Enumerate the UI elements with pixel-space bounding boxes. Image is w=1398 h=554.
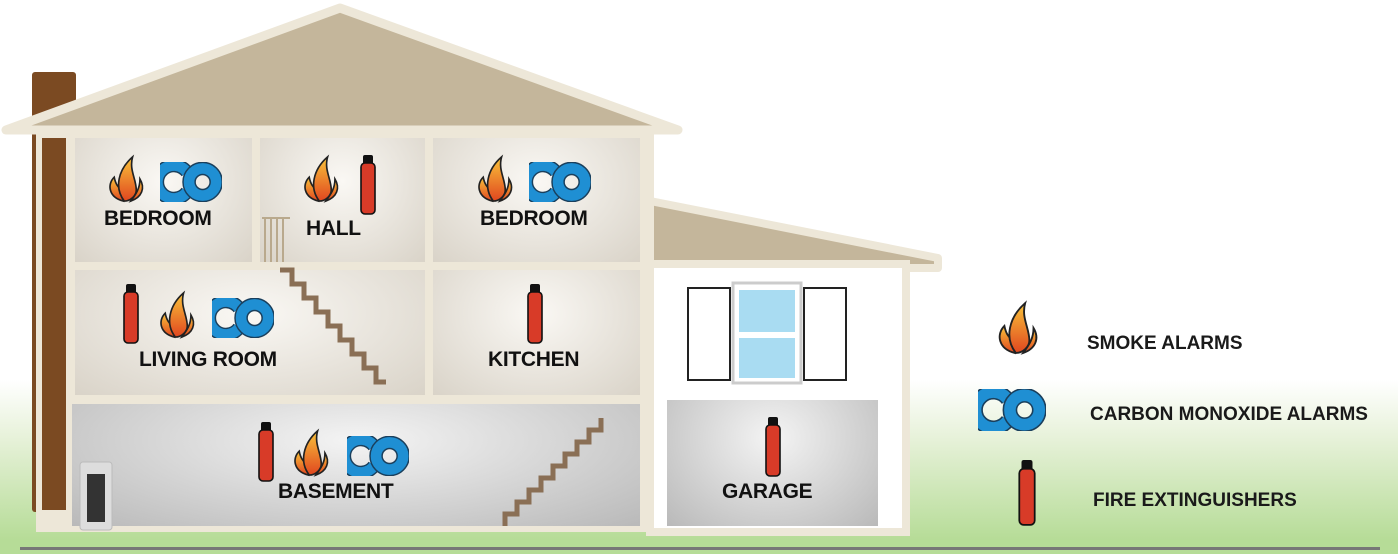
room-label: GARAGE — [722, 480, 813, 503]
room-label: HALL — [306, 217, 361, 240]
co-alarm-icon — [529, 162, 591, 202]
chimney-lower — [42, 138, 66, 510]
room-label: BEDROOM — [104, 207, 212, 230]
fire-extinguisher-icon — [527, 284, 543, 344]
room-label: BEDROOM — [480, 207, 588, 230]
legend-label: FIRE EXTINGUISHERS — [1093, 490, 1297, 511]
legend-label: CARBON MONOXIDE ALARMS — [1090, 404, 1368, 425]
staircase-upper — [280, 267, 386, 385]
smoke-alarm-icon — [474, 154, 520, 204]
fire-extinguisher-icon — [360, 155, 376, 215]
room-hall — [260, 138, 425, 262]
ground-line — [20, 547, 1380, 550]
smoke-alarm-icon — [300, 154, 346, 204]
smoke-alarm-icon — [290, 428, 336, 478]
room-label: BASEMENT — [278, 480, 394, 503]
main-roof — [1, 3, 683, 135]
fire-extinguisher-icon — [765, 416, 781, 478]
co-alarm-icon — [978, 389, 1046, 431]
co-alarm-icon — [212, 298, 274, 338]
fire-extinguisher-icon — [258, 422, 274, 482]
legend-label: SMOKE ALARMS — [1087, 333, 1243, 354]
smoke-alarm-icon — [105, 154, 151, 204]
hall-railing — [262, 217, 290, 262]
window — [687, 281, 847, 385]
staircase-lower — [502, 418, 604, 526]
room-label: LIVING ROOM — [139, 348, 277, 371]
smoke-alarm-icon — [156, 290, 202, 340]
room-label: KITCHEN — [488, 348, 580, 371]
fire-extinguisher-icon — [1018, 460, 1036, 526]
co-alarm-icon — [160, 162, 222, 202]
fire-extinguisher-icon — [123, 284, 139, 344]
co-alarm-icon — [347, 436, 409, 476]
water-heater — [79, 461, 113, 531]
smoke-alarm-icon — [994, 300, 1046, 356]
